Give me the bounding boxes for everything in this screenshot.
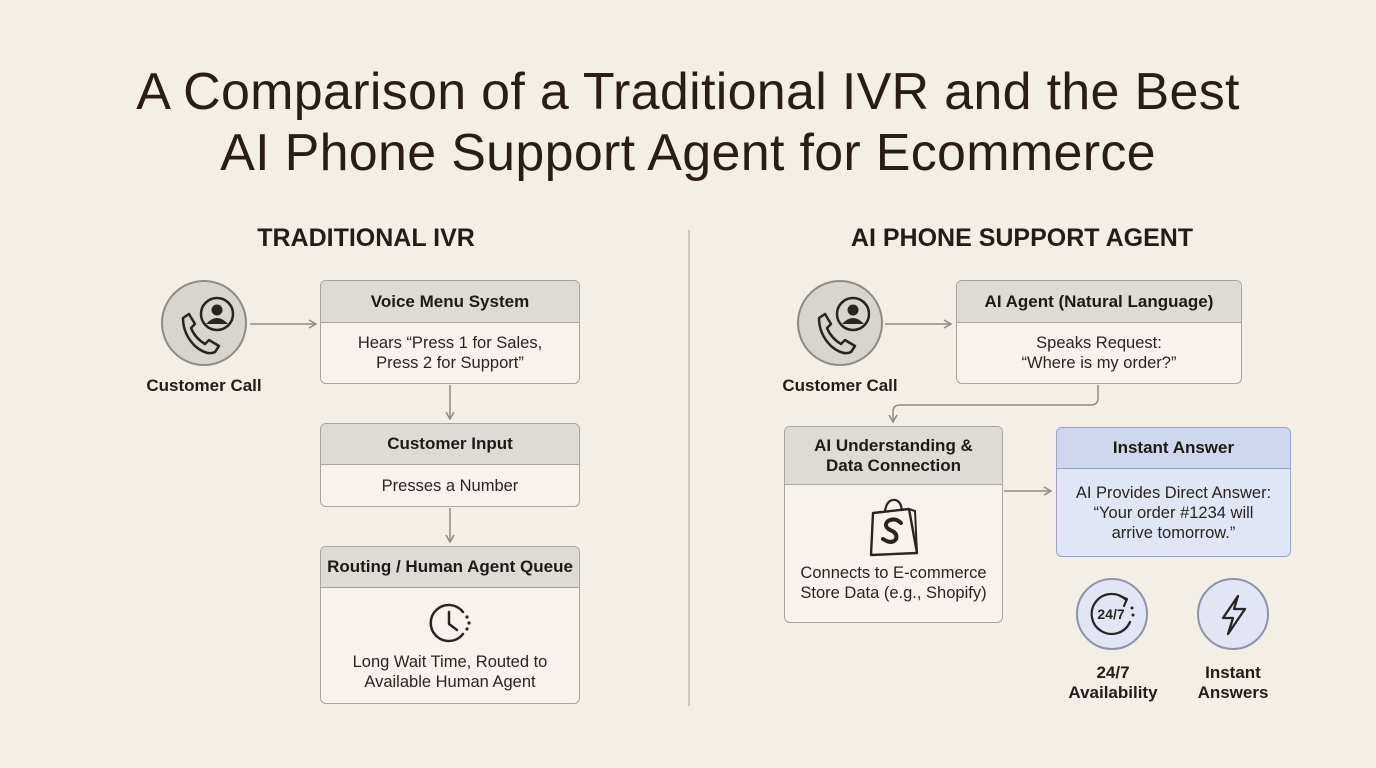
routing-queue-body: Long Wait Time, Routed to Available Huma… <box>321 588 579 703</box>
traditional-ivr-heading: TRADITIONAL IVR <box>257 224 475 252</box>
phone-person-icon <box>161 280 247 366</box>
voice-menu-line-2: Press 2 for Support” <box>376 354 524 372</box>
instant-answer-title: Instant Answer <box>1057 428 1290 469</box>
ai-agent-heading: AI PHONE SUPPORT AGENT <box>850 224 1194 252</box>
instant-answer-line-3: arrive tomorrow.” <box>1111 523 1236 542</box>
instant-answer-line-1: AI Provides Direct Answer: <box>1075 483 1272 502</box>
title-line-2: AI Phone Support Agent for Ecommerce <box>220 124 1156 182</box>
instant-answers-label-line-1: Instant <box>1205 663 1261 682</box>
ai-understanding-box: AI Understanding & Data Connection Conne… <box>784 426 1003 623</box>
ai-understanding-body: Connects to E-commerce Store Data (e.g.,… <box>785 485 1002 622</box>
instant-answer-body: AI Provides Direct Answer: “Your order #… <box>1057 469 1290 556</box>
shopping-bag-icon <box>869 498 918 557</box>
page-title: A Comparison of a Traditional IVR and th… <box>0 62 1376 184</box>
ai-agent-line-1: Speaks Request: <box>1036 334 1162 352</box>
ai-understanding-title-line-1: AI Understanding & <box>814 435 973 455</box>
voice-menu-line-1: Hears “Press 1 for Sales, <box>357 334 543 352</box>
ai-understanding-line-2: Store Data (e.g., Shopify) <box>800 584 987 602</box>
routing-line-2: Available Human Agent <box>364 673 536 691</box>
ai-agent-body: Speaks Request: “Where is my order?” <box>957 323 1241 383</box>
instant-answers-label-line-2: Answers <box>1197 683 1269 702</box>
ai-agent-title: AI Agent (Natural Language) <box>957 281 1241 323</box>
ai-understanding-line-1: Connects to E-commerce <box>800 564 987 582</box>
availability-label: 24/7 Availability <box>1053 663 1173 703</box>
24-7-icon-text: 24/7 <box>1097 606 1124 622</box>
instant-answer-line-2: “Your order #1234 will <box>1093 503 1254 522</box>
ai-understanding-title: AI Understanding & Data Connection <box>785 427 1002 485</box>
ai-agent-natural-language-box: AI Agent (Natural Language) Speaks Reque… <box>956 280 1242 384</box>
routing-line-1: Long Wait Time, Routed to <box>352 653 548 671</box>
availability-label-line-2: Availability <box>1068 683 1158 702</box>
24-7-cycle-icon: 24/7 <box>1076 578 1148 650</box>
instant-answer-box: Instant Answer AI Provides Direct Answer… <box>1056 427 1291 557</box>
clock-icon <box>429 603 471 643</box>
routing-queue-title: Routing / Human Agent Queue <box>321 547 579 588</box>
routing-queue-box: Routing / Human Agent Queue Long Wait Ti… <box>320 546 580 704</box>
customer-input-body: Presses a Number <box>381 476 519 495</box>
customer-input-box: Customer Input Presses a Number <box>320 423 580 507</box>
customer-call-label-right: Customer Call <box>782 376 898 395</box>
column-divider <box>688 230 690 706</box>
customer-call-label-left: Customer Call <box>146 376 262 395</box>
lightning-bolt-icon <box>1197 578 1269 650</box>
title-line-1: A Comparison of a Traditional IVR and th… <box>136 63 1240 121</box>
voice-menu-system-title: Voice Menu System <box>321 281 579 323</box>
arrow-ai-agent-to-understanding <box>888 385 1099 424</box>
availability-label-line-1: 24/7 <box>1096 663 1130 682</box>
ai-understanding-title-line-2: Data Connection <box>825 455 962 475</box>
instant-answers-label: Instant Answers <box>1173 663 1293 703</box>
phone-person-icon <box>797 280 883 366</box>
voice-menu-system-box: Voice Menu System Hears “Press 1 for Sal… <box>320 280 580 384</box>
ai-agent-line-2: “Where is my order?” <box>1021 354 1177 372</box>
voice-menu-system-body: Hears “Press 1 for Sales, Press 2 for Su… <box>321 323 579 383</box>
customer-input-title: Customer Input <box>321 424 579 465</box>
